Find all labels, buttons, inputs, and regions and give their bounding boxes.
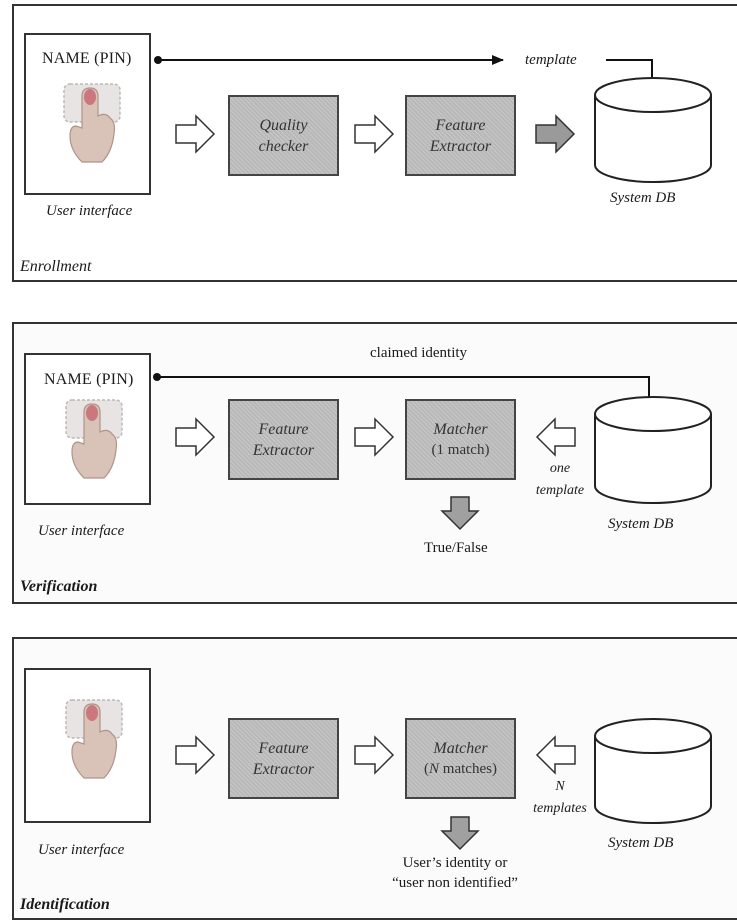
- verification-matcher-box: Matcher (1 match): [405, 399, 516, 480]
- claimed-identity-label: claimed identity: [370, 345, 468, 361]
- verification-system-db-label: System DB: [608, 516, 674, 532]
- verification-fingerprint-icon: [62, 398, 126, 484]
- identification-matcher-box: Matcher (N matches): [405, 718, 516, 799]
- n-templates-label: N templates: [515, 776, 605, 820]
- enrollment-name-pin-label: NAME (PIN): [42, 50, 132, 67]
- one-template-line1: one: [549, 461, 571, 476]
- enrollment-feature-extractor-line1: Feature: [435, 116, 486, 134]
- identification-feature-extractor-line2: Extractor: [252, 760, 315, 778]
- verification-feature-extractor-line2: Extractor: [252, 441, 315, 459]
- verification-feature-extractor-line1: Feature: [258, 420, 309, 438]
- n-templates-line1: N: [555, 779, 565, 794]
- enrollment-user-interface-label: User interface: [46, 203, 133, 219]
- identification-feature-extractor-line1: Feature: [258, 739, 309, 757]
- true-false-label: True/False: [424, 540, 488, 556]
- identification-matcher-n: N: [429, 760, 440, 777]
- identification-matcher-line1: Matcher: [433, 739, 488, 757]
- identification-result-label: User’s identity or “user non identified”: [370, 853, 540, 893]
- enrollment-feature-extractor-line2: Extractor: [429, 137, 492, 155]
- enrollment-system-db-label: System DB: [610, 190, 676, 206]
- n-templates-line2: templates: [533, 801, 587, 816]
- quality-checker-box: Quality checker: [228, 95, 339, 176]
- identification-result-line1: User’s identity or: [402, 855, 508, 871]
- verification-matcher-line2: (1 match): [431, 441, 490, 458]
- verification-user-interface-label: User interface: [38, 523, 125, 539]
- quality-checker-line2: checker: [258, 137, 309, 155]
- template-label: template: [525, 52, 577, 68]
- verification-stage-label: Verification: [20, 578, 98, 595]
- identification-matcher-matches: matches: [442, 760, 492, 777]
- one-template-line2: template: [535, 483, 585, 498]
- enrollment-stage-label: Enrollment: [20, 258, 92, 275]
- identification-fingerprint-icon: [62, 698, 126, 784]
- identification-system-db-label: System DB: [608, 835, 674, 851]
- enrollment-fingerprint-icon: [60, 82, 124, 168]
- one-template-label: one template: [515, 458, 605, 502]
- identification-user-interface-label: User interface: [38, 842, 125, 858]
- verification-name-pin-label: NAME (PIN): [44, 371, 134, 388]
- verification-matcher-line1: Matcher: [433, 420, 488, 438]
- identification-result-line2: “user non identified”: [392, 875, 518, 891]
- quality-checker-line1: Quality: [259, 116, 308, 134]
- identification-matcher-line2: (N matches): [424, 760, 497, 777]
- identification-stage-label: Identification: [20, 896, 110, 913]
